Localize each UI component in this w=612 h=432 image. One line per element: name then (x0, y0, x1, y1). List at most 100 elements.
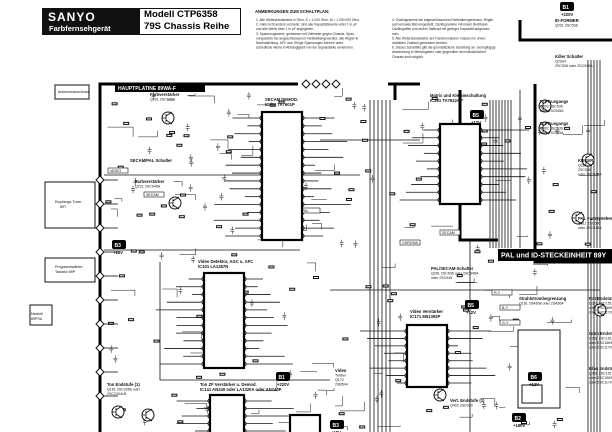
resistor (196, 314, 203, 318)
capacitor (376, 318, 381, 327)
label-pal-farb: PAL Farbsynchron (578, 216, 612, 221)
capacitor (526, 176, 531, 185)
label: Tastatur 89P (55, 270, 76, 274)
signal-tag-label: SECAM (442, 231, 455, 235)
resistor (252, 359, 259, 363)
capacitor (113, 355, 118, 363)
connector-pin (95, 343, 105, 353)
signal-tag (399, 239, 421, 246)
resistor (166, 133, 173, 137)
board-frames: HAUPTPLATINE 89WA-F (98, 20, 612, 432)
label-video-treiber: Video (335, 368, 347, 373)
capacitor (246, 92, 251, 100)
capacitor (374, 395, 379, 404)
tuner-unit: Antennenanschluss Empfangs-Tuner 89T Pro… (29, 84, 96, 326)
connector-pin (95, 319, 105, 329)
resistor (231, 253, 238, 257)
supply-voltage: +12V (466, 310, 476, 315)
note-line: und alle Werte über 1 in pF angegeben. (256, 27, 314, 31)
resistor (442, 405, 449, 409)
resistor (362, 138, 369, 142)
note-line: nungswerte bei angeschlossenem Farbbalke… (256, 36, 358, 40)
resistor (548, 209, 555, 213)
resistor (136, 213, 143, 217)
label: IC141 AN240 oder LA1320A oder AN240P (200, 387, 282, 392)
resistor (177, 420, 184, 424)
label: IC101 LA1357N (198, 264, 228, 269)
label-rot-end: Rot Endstufe (589, 296, 612, 301)
label-pal-farb: Q311 2SC536 (578, 222, 601, 226)
resistor (138, 250, 145, 254)
label-ton-end: Q161 2SC2068 oder (107, 388, 141, 392)
connector-pin (95, 367, 105, 377)
resistor (216, 225, 223, 229)
resistor (481, 102, 488, 106)
resistor (105, 200, 112, 204)
capacitor (226, 109, 231, 117)
resistor (387, 299, 394, 303)
note-line: Chassis sind möglich. (392, 55, 424, 59)
resistor (225, 150, 232, 154)
capacitor (517, 114, 522, 123)
note-line: Abweichung in Wertangaben oder gegenüber… (392, 50, 486, 54)
label-blau-end: Q283 2SC1514 (589, 372, 612, 376)
supply-label: B5 (468, 303, 475, 309)
label-ton-end: 2SC2404LB (107, 392, 127, 396)
resistor (345, 197, 352, 201)
label-killer-sw: Q2304 (555, 60, 566, 64)
note-line: schiedliche Werte in Abhängigkeit von de… (256, 46, 354, 50)
supply-badge-b6 (528, 372, 542, 381)
resistor (333, 171, 340, 175)
capacitor (550, 317, 555, 325)
chassis-name: 79S Chassis Reihe (144, 21, 230, 32)
resistor (487, 259, 494, 263)
resistor (153, 339, 160, 343)
capacitor (420, 122, 425, 131)
resistor (481, 142, 488, 146)
resistor (169, 130, 176, 134)
ic-matrix: Matrix und Klemmschaltung IC281 TA7622AP (430, 93, 487, 206)
resistor (536, 242, 543, 246)
signal-tag-label: CHROMA (402, 241, 419, 245)
signal-tag (143, 191, 165, 198)
capacitor (230, 226, 235, 235)
note-line: drahteten Zustand gemessen werden. (392, 41, 448, 45)
main-board-label-bg (115, 83, 205, 92)
capacitor (370, 175, 375, 183)
label-blau-end: oder 2SC1170 (589, 381, 612, 385)
label-pal-secam-sw: PAL/SECAM-Schalter (431, 266, 474, 271)
note-line: Oszillografen und einem Tastkopf mit ger… (392, 27, 490, 31)
signal-tag-label: R-Y (494, 291, 501, 295)
capacitor (475, 244, 480, 253)
ic-secam-demod: SECAM DEMOD. IC201 TA7601P (260, 97, 304, 242)
resistor (128, 318, 135, 322)
resistor (584, 242, 591, 246)
brand-subtitle: Farbfernsehgerät (49, 24, 111, 33)
resistor (176, 143, 183, 147)
supply-label: B2 (515, 416, 522, 422)
model-box: Modell CTP6358 79S Chassis Reihe (139, 8, 241, 35)
resistor (481, 129, 488, 133)
supply-label: B3 (115, 243, 122, 249)
resistor (348, 188, 355, 192)
capacitor (147, 146, 152, 155)
capacitor (488, 314, 493, 322)
connector-pin (331, 79, 341, 89)
label-video-treiber: 2SB544 (335, 383, 348, 387)
signal-tag-label: PAL (302, 209, 309, 213)
label-vert-end: Q402 2SD330 (450, 404, 473, 408)
signal-tag (499, 319, 521, 326)
capacitor (133, 178, 138, 186)
resistor (312, 275, 319, 279)
label-pal-secam-sw: Q281 2SC536 oder 2SC945A (431, 272, 479, 276)
resistor (474, 250, 481, 254)
resistor (472, 326, 479, 330)
resistor (359, 425, 366, 429)
supply-voltage: +18V (331, 430, 341, 432)
supply-label: B6 (531, 375, 538, 381)
capacitor (352, 101, 357, 110)
signal-tag (499, 304, 521, 311)
resistor (179, 193, 186, 197)
capacitor (188, 154, 193, 162)
